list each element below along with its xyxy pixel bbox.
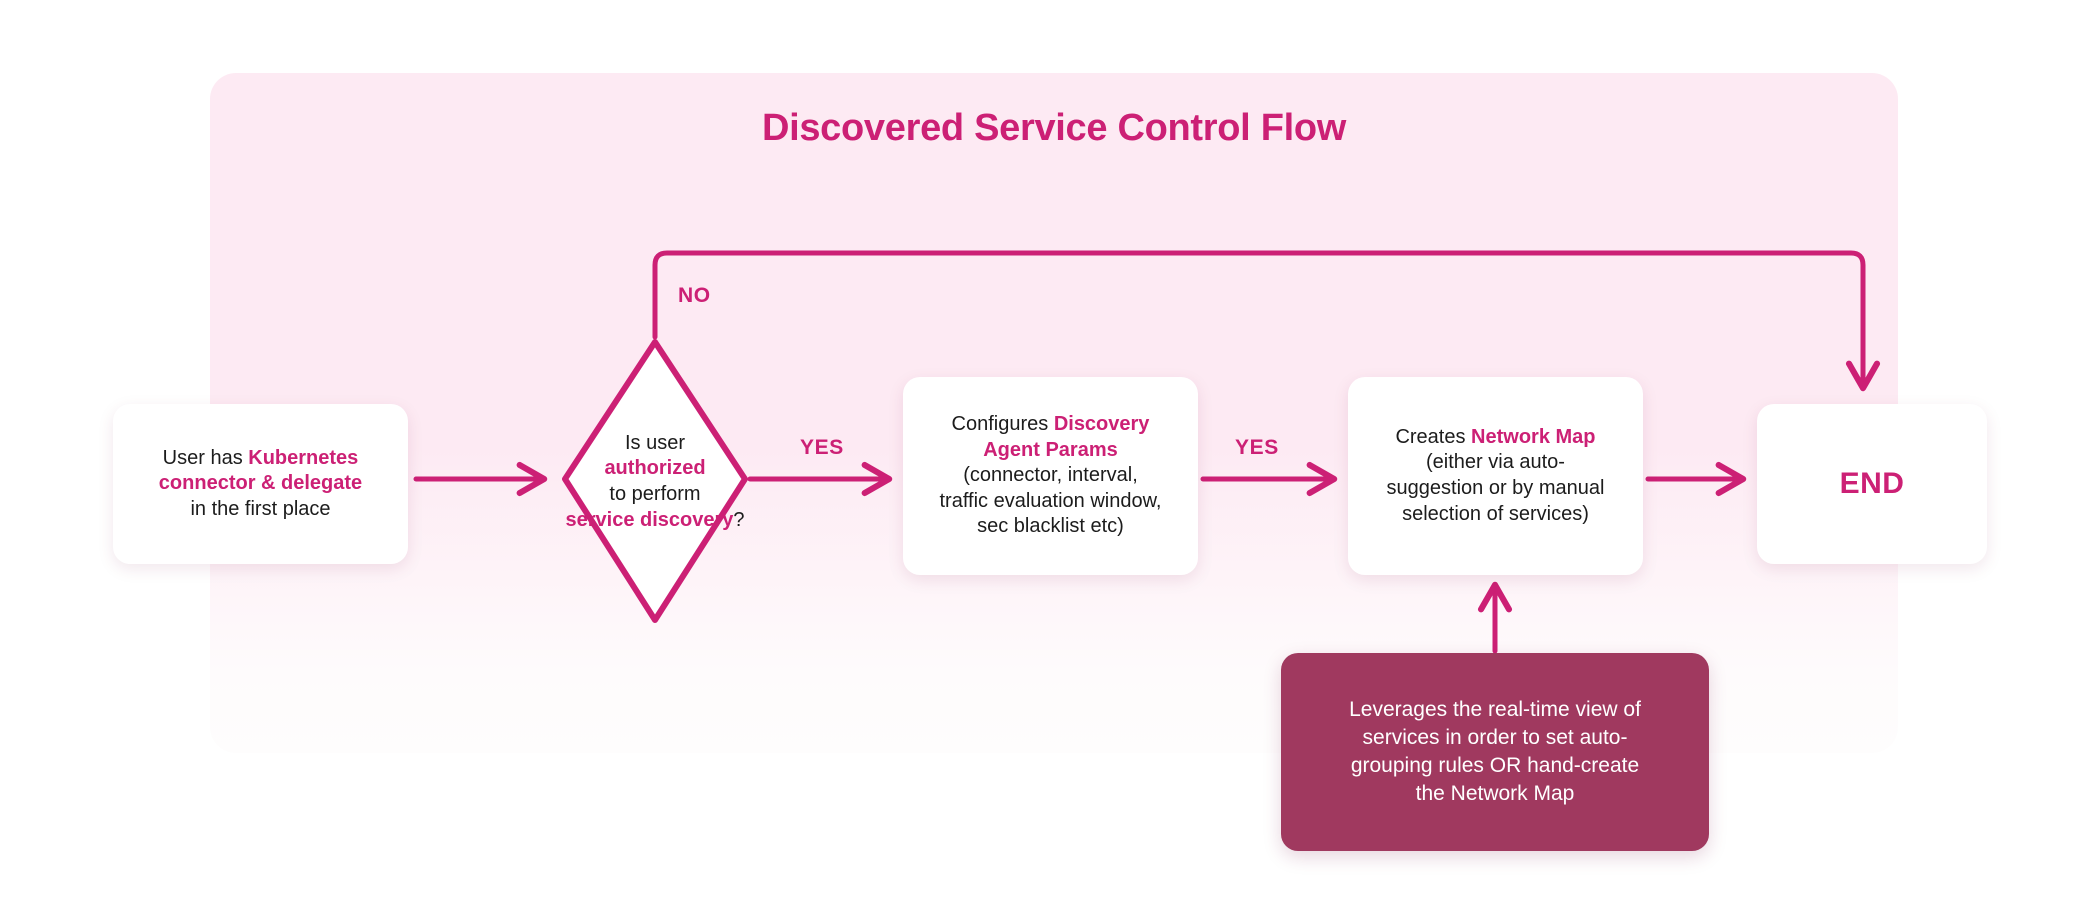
decision-line-3: to perform [609, 483, 701, 505]
network-map-note: Leverages the real-time view of services… [1281, 653, 1709, 851]
edge-label-no: NO [678, 284, 711, 307]
start-line-1-highlight: Kubernetes [248, 446, 359, 469]
params-line-3: (connector, interval, [963, 464, 1138, 487]
edge-label-yes-1: YES [800, 436, 844, 459]
decision-line-4-highlight: service discovery [565, 508, 734, 531]
note-line-4: the Network Map [1415, 781, 1575, 805]
params-line-2-highlight: Agent Params [983, 438, 1118, 461]
discovery-agent-params-node[interactable]: Configures Discovery Agent Params (conne… [903, 377, 1198, 575]
netmap-line-2: (either via auto- [1426, 451, 1565, 474]
decision-line-2: authorized [604, 457, 706, 480]
params-line-4: traffic evaluation window, [939, 489, 1162, 512]
note-line-3: grouping rules OR hand-create [1350, 754, 1640, 777]
netmap-line-1-highlight: Network Map [1471, 425, 1596, 448]
end-node[interactable]: END [1757, 404, 1987, 564]
netmap-line-1-prefix: Creates [1395, 425, 1472, 448]
params-line-5: sec blacklist etc) [977, 515, 1124, 538]
edge-label-yes-2: YES [1235, 436, 1279, 459]
note-line-1: Leverages the real-time view of [1349, 698, 1641, 722]
netmap-line-3: suggestion or by manual [1386, 477, 1605, 499]
authorization-decision[interactable]: Is user authorized to perform service di… [560, 337, 750, 627]
create-network-map-node[interactable]: Creates Network Map (either via auto- su… [1348, 377, 1643, 575]
decision-line-1: Is user [624, 431, 686, 454]
params-line-1-highlight: Discovery [1053, 413, 1150, 436]
start-line-3: in the first place [190, 497, 331, 520]
note-line-2: services in order to set auto- [1362, 726, 1628, 750]
start-node[interactable]: User has Kubernetes connector & delegate… [113, 404, 408, 564]
authorization-decision-label: Is user authorized to perform service di… [560, 337, 750, 627]
end-node-label: END [1839, 466, 1905, 500]
start-line-1-prefix: User has [162, 446, 249, 469]
start-line-2-highlight: connector & delegate [158, 472, 363, 495]
params-line-1-prefix: Configures [951, 413, 1054, 436]
page-title: Discovered Service Control Flow [761, 107, 1347, 149]
netmap-line-4: selection of services) [1402, 502, 1589, 525]
decision-line-4-suffix: ? [733, 508, 745, 531]
